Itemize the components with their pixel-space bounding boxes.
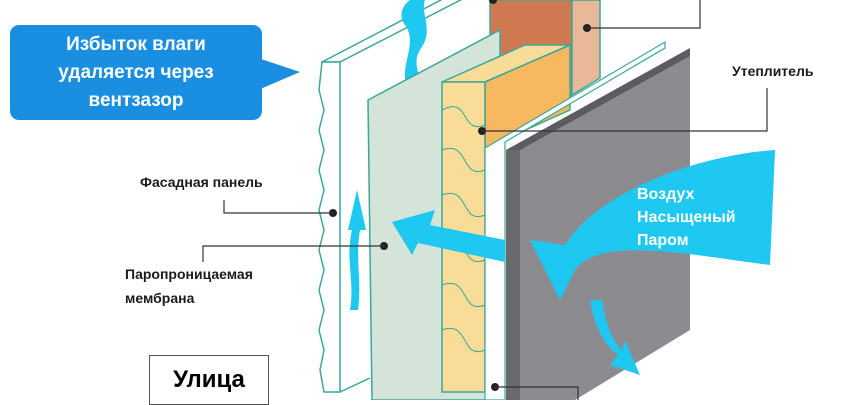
- wind-board: [484, 40, 666, 400]
- moisture-callout: Избыток влаги удаляется через вентзазор: [10, 25, 262, 120]
- air-line-2: Насыщеный: [637, 209, 736, 226]
- air-line-1: Воздух: [637, 186, 695, 203]
- label-membrane-1: Паропроницаемая: [125, 266, 253, 282]
- label-facade-panel: Фасадная панель: [140, 174, 263, 190]
- vapor-arrow: [392, 210, 505, 262]
- air-label: Воздух Насыщеный Паром: [637, 183, 736, 252]
- air-line-3: Паром: [637, 232, 689, 249]
- callout-line-3: вентзазор: [88, 90, 184, 111]
- label-insulation: Утеплитель: [732, 63, 814, 79]
- airflow-up-arrow-top: [401, 0, 427, 95]
- callout-line-1: Избыток влаги: [66, 34, 206, 55]
- callout-line-2: удаляется через: [58, 62, 214, 83]
- airflow-up-arrow: [348, 190, 366, 310]
- facade-panel-front: [318, 61, 341, 393]
- vapor-curved-arrow: [530, 150, 775, 300]
- gray-panel-edge: [506, 145, 520, 400]
- brick-side: [571, 0, 601, 97]
- label-street: Улица: [149, 355, 269, 405]
- bubble-pointer: [258, 58, 300, 90]
- label-membrane-2: мембрана: [125, 290, 195, 306]
